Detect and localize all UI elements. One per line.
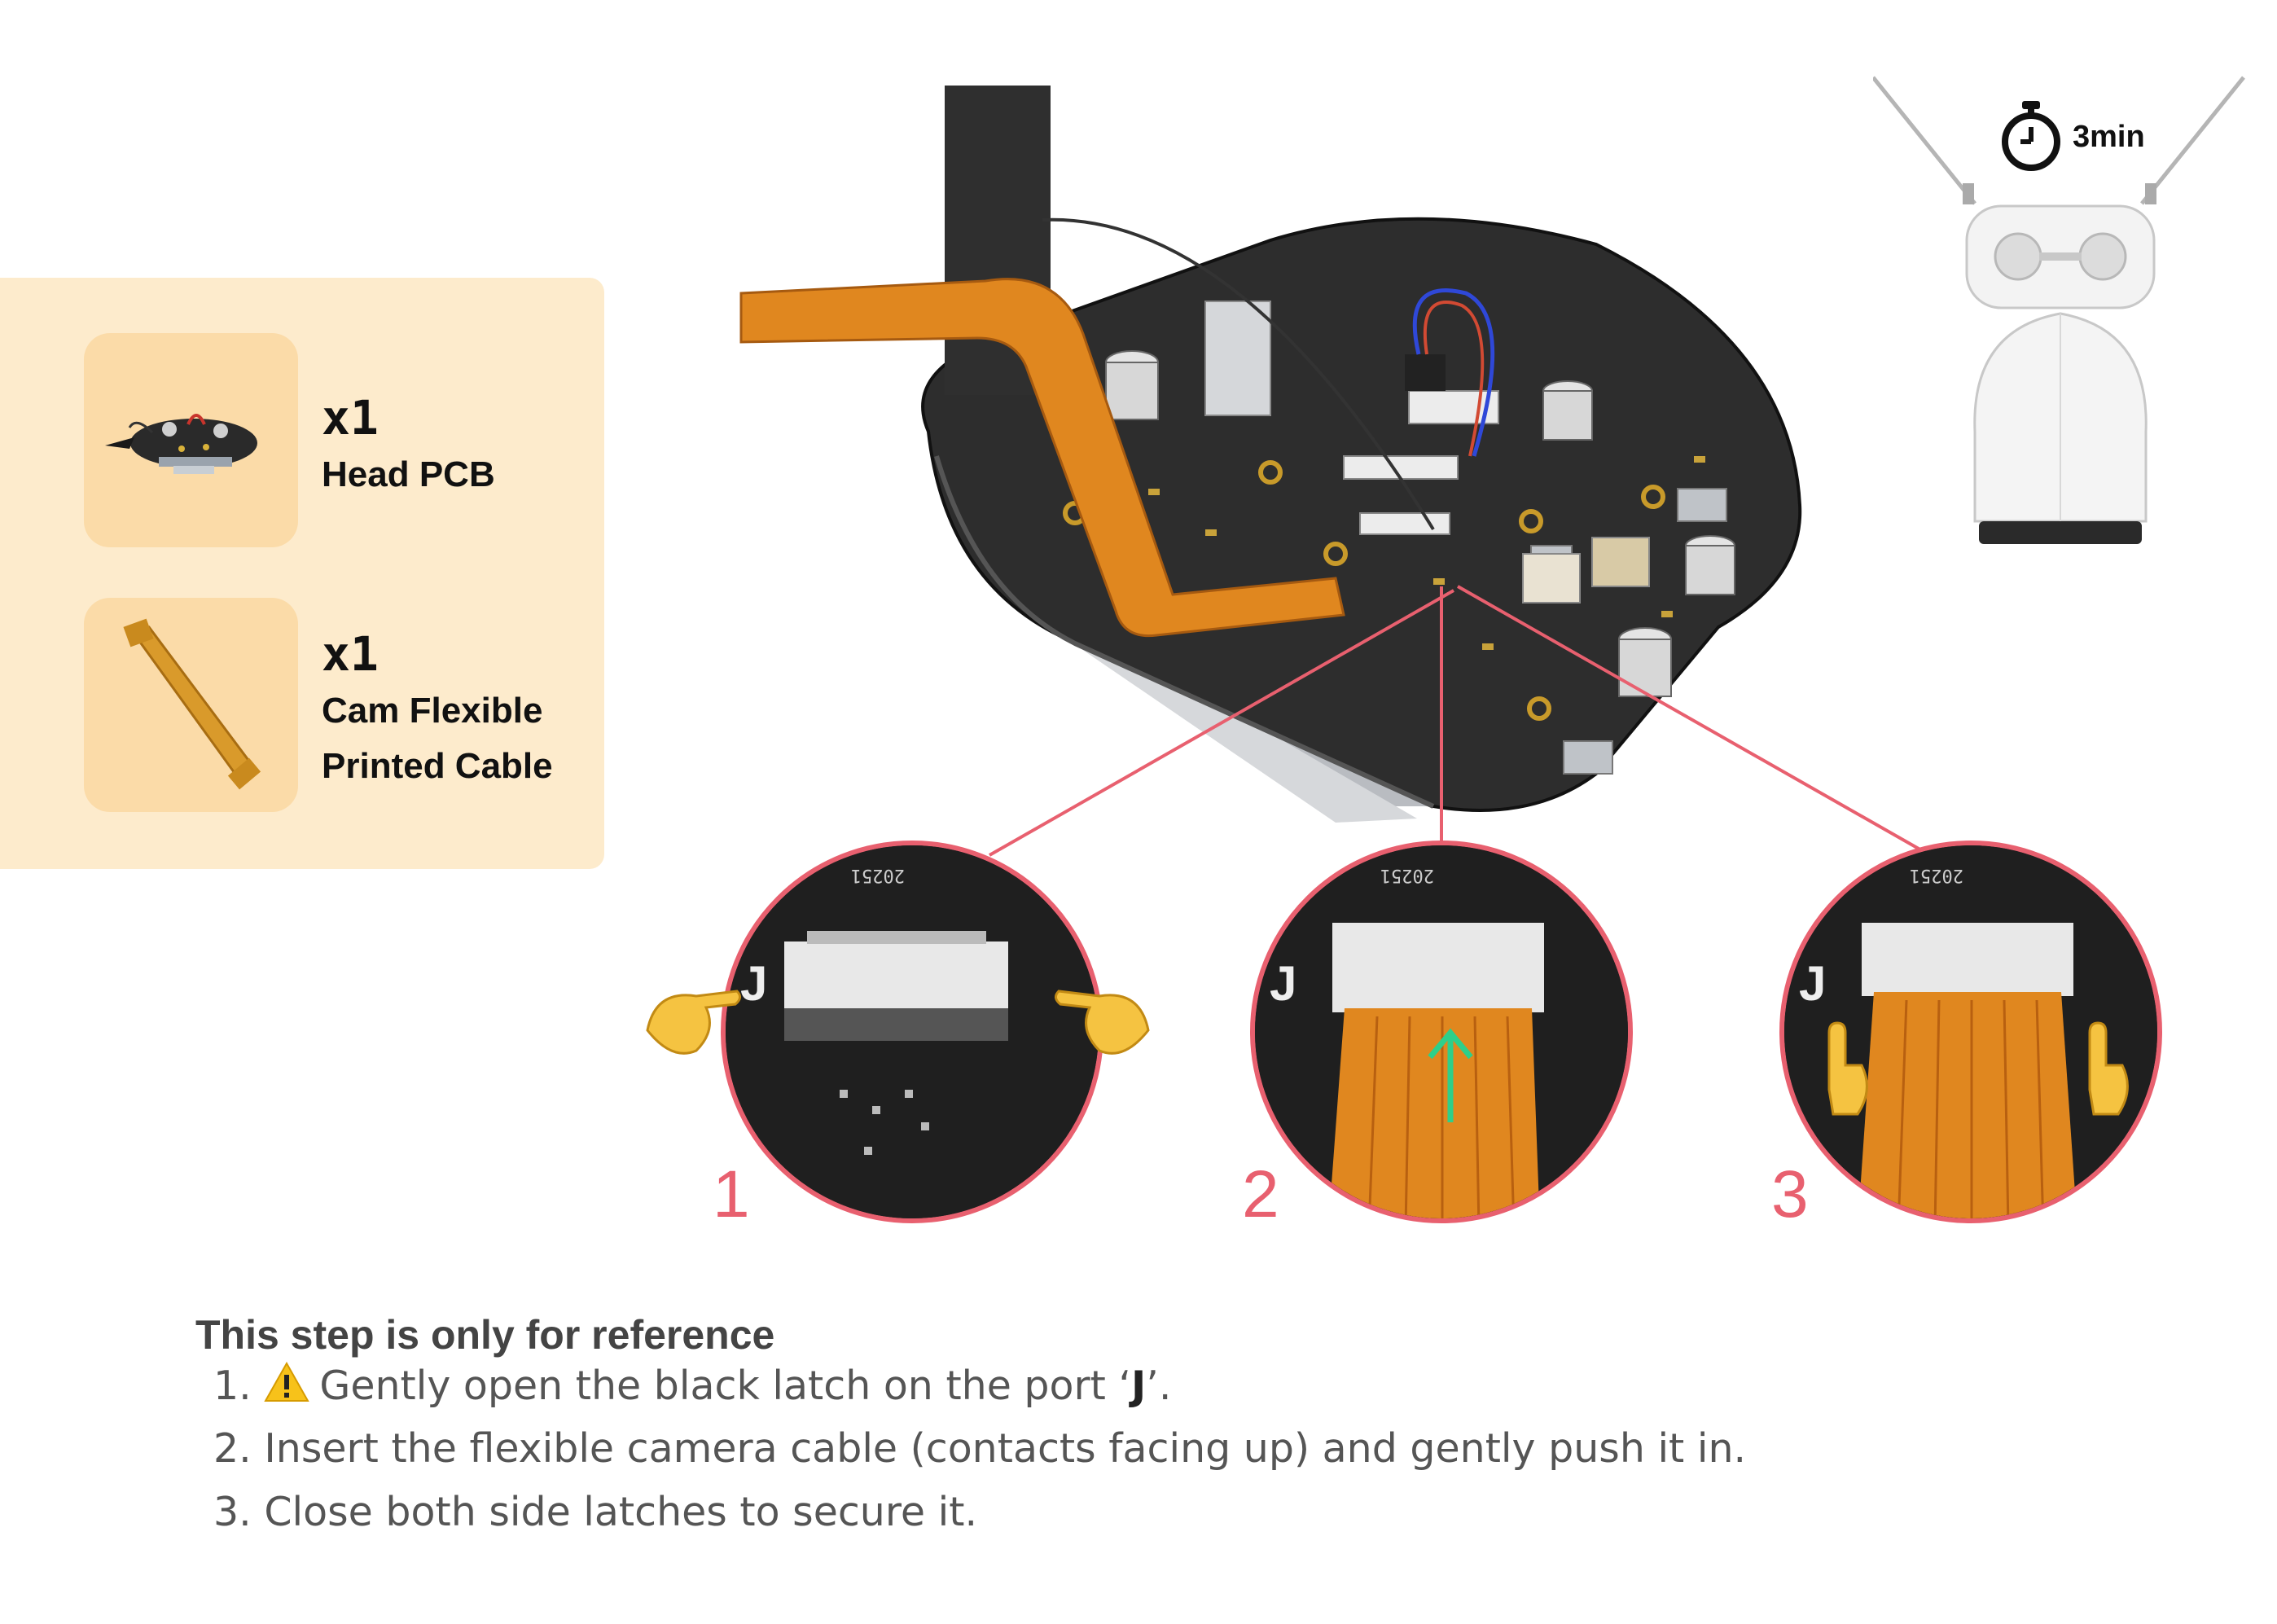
parts-list-panel: x1 Head PCB x1 Cam Flexible Printed Cabl… xyxy=(0,278,604,869)
flex-cable-image xyxy=(123,618,261,790)
head-pcb-image xyxy=(105,414,257,474)
board-silkscreen-date: 20251 xyxy=(851,865,905,885)
flex-cable-label-line1: Cam Flexible xyxy=(322,691,543,731)
left-finger-press-icon xyxy=(1827,1021,1868,1116)
instruction-text: Insert the flexible camera cable (contac… xyxy=(264,1425,1747,1472)
robot-preview-image xyxy=(1873,76,2245,544)
zoom-step-1: 20251 J xyxy=(721,841,1103,1223)
instructions-heading: This step is only for reference xyxy=(195,1312,775,1358)
zoom-step-2: 20251 J xyxy=(1250,841,1633,1223)
warning-icon xyxy=(264,1362,310,1402)
step-number-3: 3 xyxy=(1771,1157,1809,1231)
head-pcb-label: Head PCB xyxy=(322,454,495,494)
right-pinch-hand-icon xyxy=(1055,990,1150,1055)
estimated-time-label: 3min xyxy=(2073,120,2145,154)
left-pinch-hand-icon xyxy=(646,990,741,1055)
flex-cable-quantity: x1 xyxy=(322,626,379,682)
port-letter-label: J xyxy=(740,956,767,1011)
flex-cable-thumbnail xyxy=(84,598,298,812)
instruction-item-3: 3. Close both side latches to secure it. xyxy=(213,1489,977,1535)
insert-cable-image: 20251 J xyxy=(1255,845,1628,1218)
instruction-text-after: ’. xyxy=(1146,1363,1172,1409)
port-letter-bold: J xyxy=(1131,1363,1147,1409)
connector-open-latch-image: 20251 J xyxy=(726,845,1099,1218)
zoom-step-3: 20251 J xyxy=(1779,841,2162,1223)
instruction-text-before: Gently open the black latch on the port … xyxy=(319,1363,1132,1409)
flex-cable-label: Cam Flexible Printed Cable xyxy=(322,683,590,794)
instruction-number: 3. xyxy=(213,1489,252,1535)
head-pcb-assembly-illustration xyxy=(739,86,1802,823)
board-silkscreen-date: 20251 xyxy=(1380,865,1434,885)
stopwatch-icon xyxy=(2002,101,2060,171)
head-pcb-thumbnail xyxy=(84,333,298,547)
step-number-2: 2 xyxy=(1242,1157,1279,1231)
port-letter-label: J xyxy=(1270,956,1296,1011)
step-number-1: 1 xyxy=(713,1157,750,1231)
right-finger-press-icon xyxy=(2088,1021,2129,1116)
port-letter-label: J xyxy=(1799,956,1826,1011)
instruction-number: 1. xyxy=(213,1363,252,1409)
instruction-item-1: 1. Gently open the black latch on the po… xyxy=(213,1362,1171,1409)
close-latch-image: 20251 J xyxy=(1784,845,2157,1218)
head-pcb-quantity: x1 xyxy=(322,390,379,446)
flex-cable-label-line2: Printed Cable xyxy=(322,746,553,786)
instruction-item-2: 2. Insert the flexible camera cable (con… xyxy=(213,1425,1746,1472)
instruction-number: 2. xyxy=(213,1425,252,1472)
board-silkscreen-date: 20251 xyxy=(1910,865,1963,885)
instruction-text: Close both side latches to secure it. xyxy=(264,1489,978,1535)
